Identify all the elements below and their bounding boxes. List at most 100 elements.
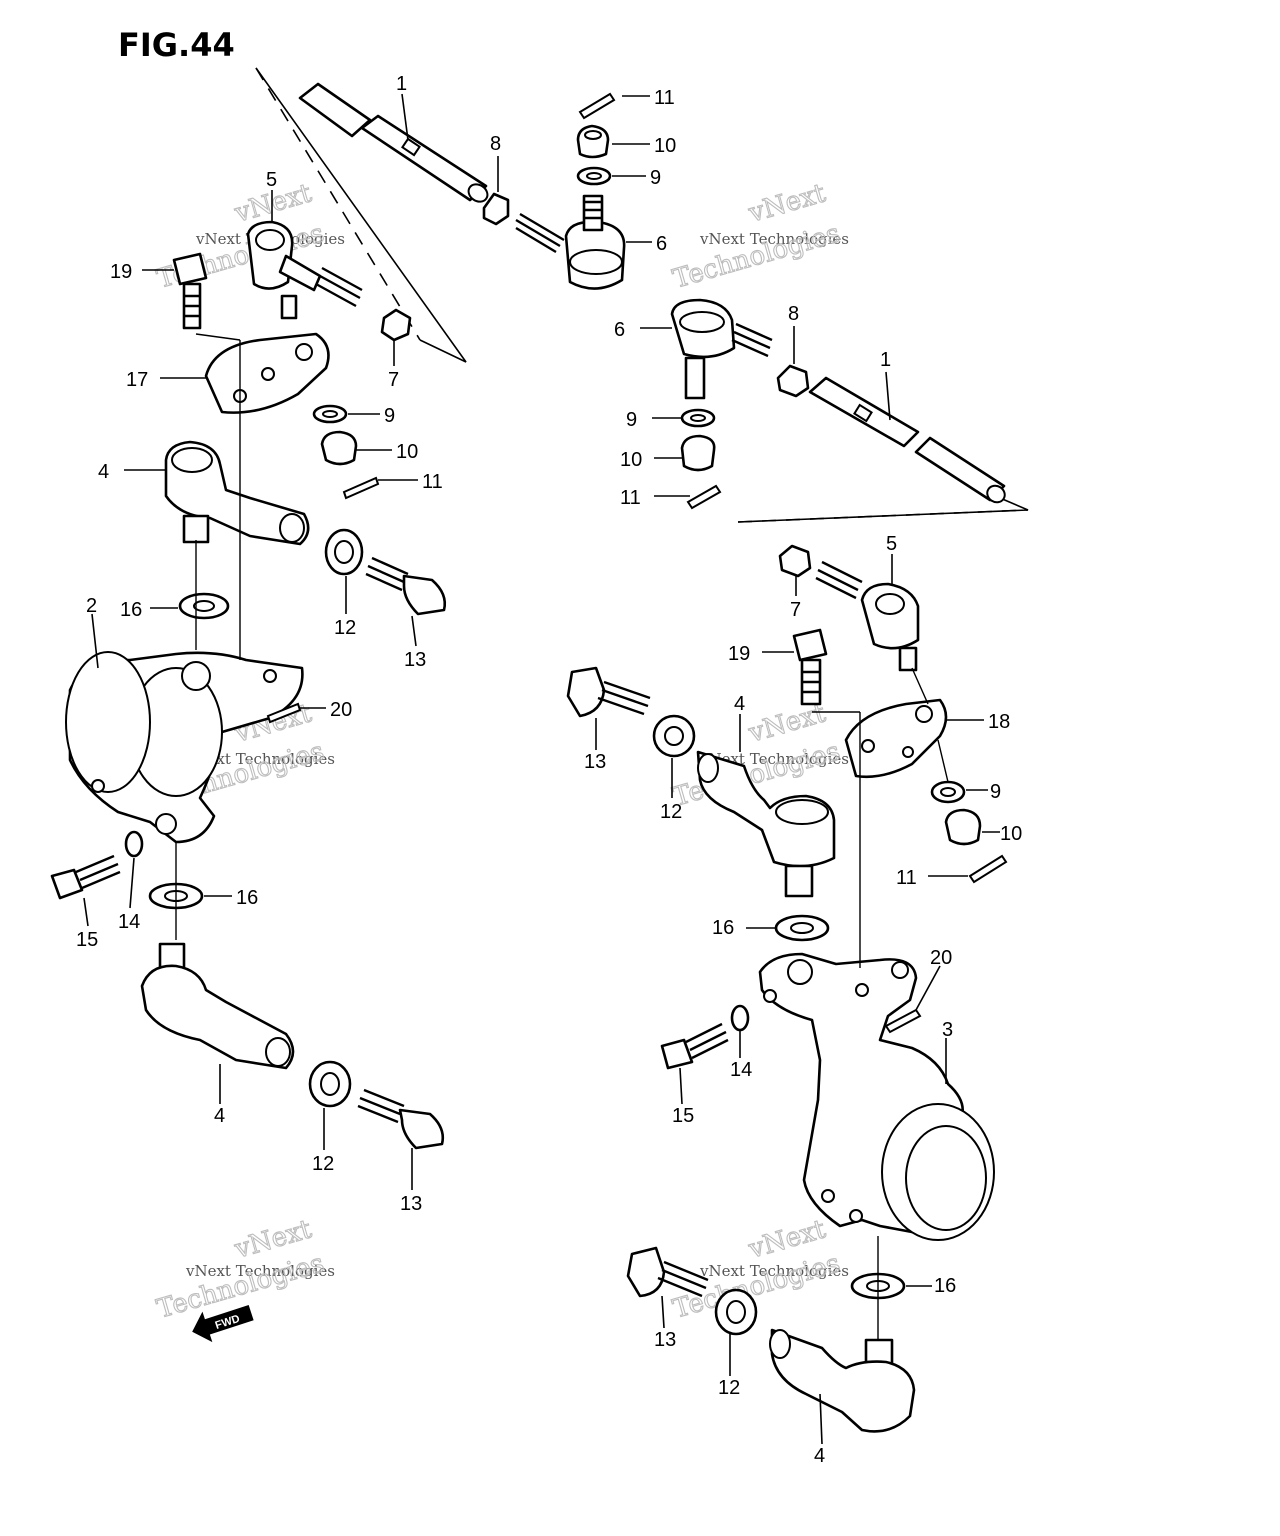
ball-joint-left-lower bbox=[140, 942, 295, 1070]
callout-13: 13 bbox=[400, 1193, 422, 1215]
ball-joint-right-upper bbox=[696, 750, 836, 898]
callout-12: 12 bbox=[718, 1377, 740, 1399]
watermark-line: vNext Technologies bbox=[699, 230, 849, 248]
cotter-pin-11-right-low bbox=[968, 854, 1008, 884]
cotter-pin-20-right bbox=[884, 1008, 922, 1034]
group-bracket-right-dash bbox=[737, 509, 1029, 523]
tie-rod-right bbox=[808, 376, 1006, 504]
callout-1: 1 bbox=[396, 73, 407, 95]
flange-bolt-19-right bbox=[792, 628, 828, 706]
cotter-pin-20-left bbox=[266, 702, 302, 724]
tie-rod-end-right-mid bbox=[670, 298, 773, 400]
callout-11: 11 bbox=[620, 487, 641, 509]
watermark-bottom-right: vNext vNext Technologies Technologies bbox=[669, 1214, 849, 1326]
callout-4: 4 bbox=[98, 461, 109, 483]
callout-16: 16 bbox=[120, 599, 142, 621]
axis-lines bbox=[175, 333, 949, 1340]
cotter-pin-upper bbox=[578, 92, 616, 120]
leader-lines bbox=[83, 93, 1000, 1445]
bolt-13-left-lower bbox=[357, 1088, 445, 1150]
callout-4: 4 bbox=[814, 1445, 825, 1467]
callout-4: 4 bbox=[734, 693, 745, 715]
callout-13: 13 bbox=[404, 649, 426, 671]
callout-15: 15 bbox=[672, 1105, 694, 1127]
cotter-pin-left-mid bbox=[342, 476, 380, 500]
callout-5: 5 bbox=[886, 533, 897, 555]
callout-18: 18 bbox=[988, 711, 1010, 733]
cotter-pin-11-right-mid bbox=[686, 484, 722, 510]
watermark-brand: vNext bbox=[745, 178, 830, 229]
watermark-line: vNext Technologies bbox=[185, 750, 335, 768]
callout-15: 15 bbox=[76, 929, 98, 951]
tie-rod-upper bbox=[298, 82, 489, 203]
callout-11: 11 bbox=[896, 867, 917, 889]
bolt-13-right-lower bbox=[626, 1246, 709, 1298]
spacer-12-right-lower bbox=[714, 1288, 758, 1336]
castle-nut-10-right-low bbox=[944, 808, 982, 846]
tie-rod-end-5-right bbox=[815, 560, 920, 672]
callout-7: 7 bbox=[388, 369, 399, 391]
callout-9: 9 bbox=[626, 409, 637, 431]
callout-10: 10 bbox=[1000, 823, 1022, 845]
steering-knuckle-left bbox=[65, 651, 304, 844]
callout-10: 10 bbox=[654, 135, 676, 157]
spacer-12-left-lower bbox=[308, 1060, 352, 1108]
tie-rod-end-upper bbox=[515, 194, 626, 290]
callout-6: 6 bbox=[656, 233, 667, 255]
callout-13: 13 bbox=[584, 751, 606, 773]
callout-labels: 1 8 11 10 9 6 5 19 17 7 9 10 11 4 16 2 1… bbox=[76, 73, 1022, 1467]
callout-9: 9 bbox=[650, 167, 661, 189]
small-nut-7-right bbox=[778, 544, 812, 578]
small-nut-left bbox=[380, 308, 412, 342]
group-bracket-right bbox=[737, 497, 1029, 523]
callout-19: 19 bbox=[728, 643, 750, 665]
callout-8: 8 bbox=[490, 133, 501, 155]
spacer-12-left-upper bbox=[324, 528, 364, 576]
callout-2: 2 bbox=[86, 595, 97, 617]
group-bracket-top bbox=[255, 67, 467, 363]
washer-9-right-low bbox=[930, 780, 966, 804]
callout-10: 10 bbox=[620, 449, 642, 471]
callout-20: 20 bbox=[330, 699, 352, 721]
callout-20: 20 bbox=[930, 947, 952, 969]
watermark-line: vNext Technologies bbox=[699, 1262, 849, 1280]
lock-washer-14-left bbox=[124, 830, 144, 858]
callout-14: 14 bbox=[730, 1059, 752, 1081]
bolt-15-left bbox=[50, 854, 121, 900]
callout-16: 16 bbox=[712, 917, 734, 939]
washer-16-right-mid bbox=[774, 914, 830, 942]
callout-12: 12 bbox=[312, 1153, 334, 1175]
ball-joint-right-lower bbox=[769, 1328, 916, 1433]
ball-joint-left-upper bbox=[164, 440, 310, 546]
callout-10: 10 bbox=[396, 441, 418, 463]
callout-12: 12 bbox=[334, 617, 356, 639]
lock-nut-8-right bbox=[776, 364, 810, 398]
callout-14: 14 bbox=[118, 911, 140, 933]
lock-washer-14-right bbox=[730, 1004, 750, 1032]
callout-6: 6 bbox=[614, 319, 625, 341]
washer-16-left-upper bbox=[178, 592, 230, 620]
spacer-12-right-upper bbox=[652, 714, 696, 758]
group-bracket-top-dash bbox=[255, 67, 421, 341]
lock-nut-upper bbox=[482, 192, 510, 226]
callout-19: 19 bbox=[110, 261, 132, 283]
callout-11: 11 bbox=[654, 87, 675, 109]
flange-bolt-left-upper bbox=[172, 252, 208, 330]
callout-1: 1 bbox=[880, 349, 891, 371]
tie-rod-end-left-upper bbox=[246, 220, 363, 320]
watermark-line: vNext Technologies bbox=[185, 1262, 335, 1280]
callout-17: 17 bbox=[126, 369, 148, 391]
callout-13: 13 bbox=[654, 1329, 676, 1351]
callout-16: 16 bbox=[934, 1275, 956, 1297]
callout-8: 8 bbox=[788, 303, 799, 325]
callout-5: 5 bbox=[266, 169, 277, 191]
callout-4: 4 bbox=[214, 1105, 225, 1127]
steering-knuckle-right bbox=[758, 952, 995, 1241]
castle-nut-left-mid bbox=[320, 430, 358, 466]
castle-nut-10-right-mid bbox=[680, 434, 716, 472]
washer-left-mid bbox=[312, 404, 348, 424]
washer-upper bbox=[576, 166, 612, 186]
castle-nut-upper bbox=[576, 124, 610, 159]
knuckle-arm-plate-left bbox=[204, 332, 330, 414]
